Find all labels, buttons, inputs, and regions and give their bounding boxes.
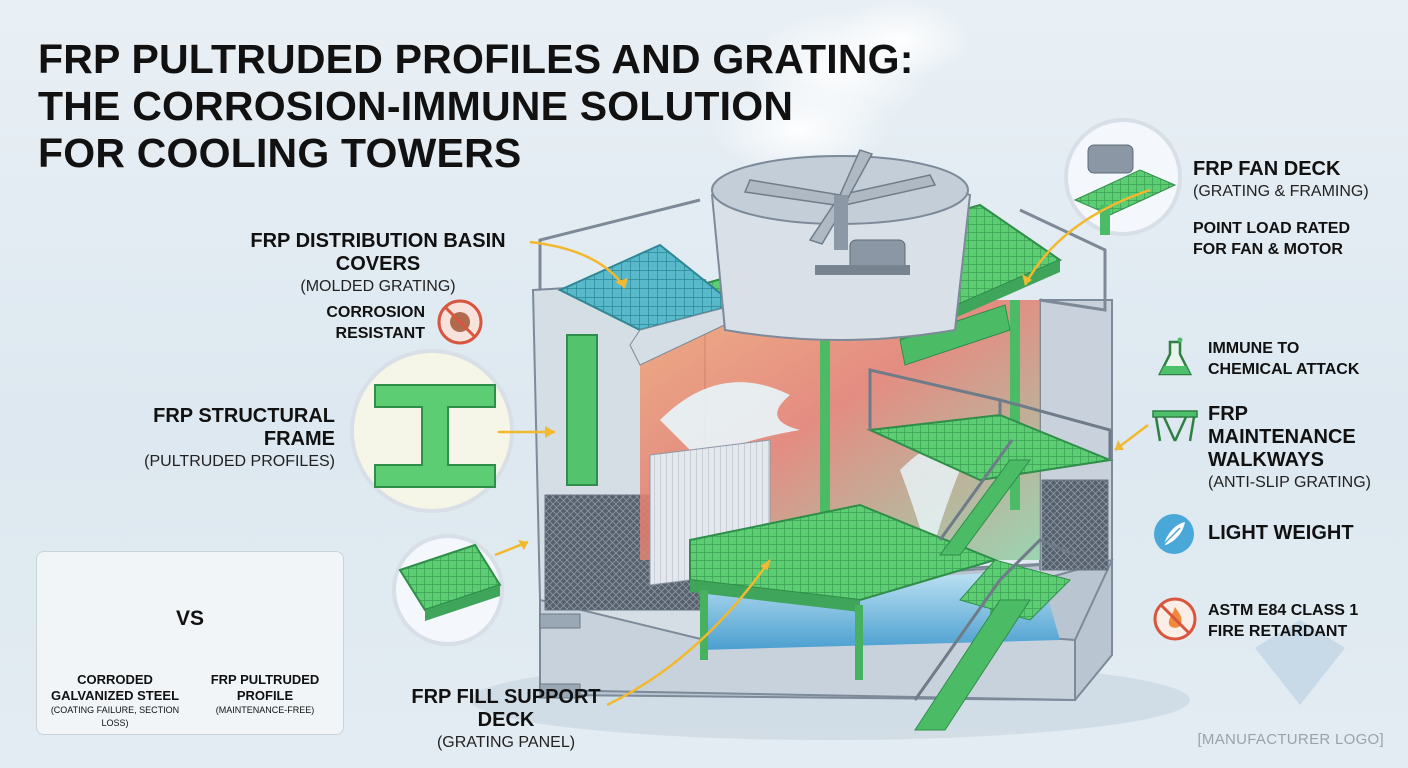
- point-load-line-1: POINT LOAD RATED: [1193, 220, 1351, 237]
- title-line-2: THE CORROSION-IMMUNE SOLUTION: [38, 83, 794, 129]
- structural-frame-title: FRP STRUCTURAL FRAME: [153, 405, 335, 450]
- no-fire-icon: [1153, 597, 1197, 641]
- fan-deck-title: FRP FAN DECK: [1193, 158, 1341, 180]
- comparison-right-line-1: FRP PULTRUDED: [210, 672, 320, 687]
- basin-covers-title: FRP DISTRIBUTION BASIN COVERS: [250, 230, 506, 275]
- chemical-line-1: IMMUNE TO: [1208, 340, 1300, 357]
- label-chemical: IMMUNE TO CHEMICAL ATTACK: [1208, 338, 1398, 380]
- label-walkways: FRP MAINTENANCE WALKWAYS (ANTI-SLIP GRAT…: [1208, 403, 1398, 493]
- label-light-weight: LIGHT WEIGHT: [1208, 522, 1398, 545]
- point-load-line-2: FOR FAN & MOTOR: [1193, 241, 1343, 258]
- comparison-left-line-1: CORRODED: [77, 672, 153, 687]
- manufacturer-logo: [MANUFACTURER LOGO]: [1197, 731, 1384, 748]
- label-fire: ASTM E84 CLASS 1 FIRE RETARDANT: [1208, 600, 1398, 642]
- structural-frame-sub: (PULTRUDED PROFILES): [144, 453, 335, 470]
- chemical-line-2: CHEMICAL ATTACK: [1208, 361, 1360, 378]
- fan-deck-sub: (GRATING & FRAMING): [1193, 183, 1369, 200]
- title-line-3: FOR COOLING TOWERS: [38, 130, 522, 176]
- feather-icon: [1154, 514, 1194, 554]
- label-corrosion: CORROSION RESISTANT: [310, 302, 425, 344]
- no-corrosion-icon: [437, 299, 483, 345]
- comparison-left-note: (COATING FAILURE, SECTION LOSS): [50, 705, 180, 728]
- walkway-icon: [1152, 410, 1198, 442]
- comparison-right: FRP PULTRUDED PROFILE (MAINTENANCE-FREE): [195, 672, 335, 717]
- label-structural-frame: FRP STRUCTURAL FRAME (PULTRUDED PROFILES…: [110, 405, 335, 472]
- walkways-sub: (ANTI-SLIP GRATING): [1208, 474, 1371, 491]
- corrosion-line-1: CORROSION: [326, 304, 425, 321]
- fire-line-2: FIRE RETARDANT: [1208, 623, 1348, 640]
- label-fan-deck: FRP FAN DECK (GRATING & FRAMING): [1193, 158, 1393, 202]
- label-fill-support: FRP FILL SUPPORT DECK (GRATING PANEL): [390, 686, 622, 753]
- label-basin-covers: FRP DISTRIBUTION BASIN COVERS (MOLDED GR…: [218, 230, 538, 297]
- title-line-1: FRP PULTRUDED PROFILES AND GRATING:: [38, 36, 914, 82]
- fill-support-sub: (GRATING PANEL): [436, 734, 576, 751]
- walkways-title-1: FRP MAINTENANCE: [1208, 403, 1356, 448]
- comparison-right-note: (MAINTENANCE-FREE): [215, 705, 315, 715]
- flask-icon: [1157, 337, 1193, 376]
- basin-covers-sub: (MOLDED GRATING): [300, 278, 456, 295]
- comparison-right-line-2: PROFILE: [236, 688, 294, 703]
- fire-line-1: ASTM E84 CLASS 1: [1208, 602, 1359, 619]
- label-point-load: POINT LOAD RATED FOR FAN & MOTOR: [1193, 218, 1393, 260]
- comparison-left-line-2: GALVANIZED STEEL: [50, 688, 180, 703]
- comparison-panel: [36, 551, 344, 735]
- walkways-title-2: WALKWAYS: [1208, 449, 1324, 471]
- page-title: FRP PULTRUDED PROFILES AND GRATING: THE …: [38, 36, 914, 177]
- light-weight-text: LIGHT WEIGHT: [1208, 522, 1354, 544]
- fill-support-title: FRP FILL SUPPORT DECK: [411, 686, 601, 731]
- comparison-left: CORRODED GALVANIZED STEEL (COATING FAILU…: [40, 672, 190, 730]
- vs-label: VS: [176, 607, 205, 630]
- corrosion-line-2: RESISTANT: [335, 325, 425, 342]
